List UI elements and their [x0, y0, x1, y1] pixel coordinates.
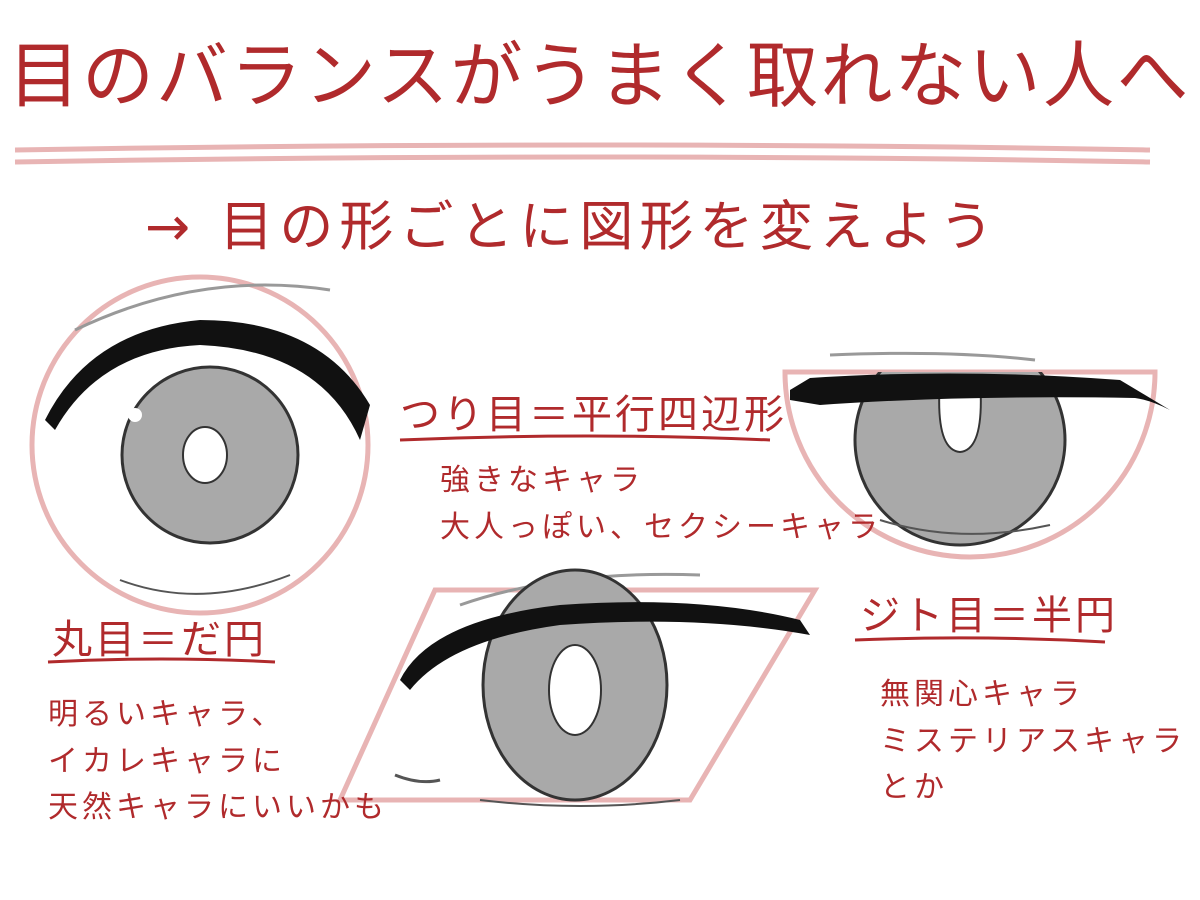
semicircle-guide — [782, 369, 1158, 560]
note-line: 大人っぽい、セクシーキャラ — [440, 509, 882, 545]
note-line: 天然キャラにいいかも — [48, 790, 388, 825]
round-eye-heading: 丸目＝だ円 — [52, 617, 267, 663]
jitome-notes: 無関心キャラ ミステリアスキャラ とか — [880, 672, 1186, 812]
round-eye — [29, 274, 371, 616]
pupil — [182, 426, 228, 484]
note-line: 無関心キャラ — [880, 677, 1084, 712]
eyelash — [790, 373, 1170, 410]
ellipse-guide — [29, 274, 371, 616]
heading-underline — [47, 657, 276, 664]
heading-underline — [854, 636, 1106, 644]
pupil — [548, 644, 602, 736]
parallelogram-guide — [336, 587, 820, 803]
eyelash — [45, 320, 370, 440]
heading-underline — [399, 434, 771, 442]
note-line: 強きなキャラ — [440, 463, 644, 498]
note-line: イカレキャラに — [48, 743, 286, 779]
title-underline — [14, 142, 1151, 165]
half-eye — [782, 351, 1170, 560]
subtitle: → 目の形ごとに図形を変えよう — [145, 195, 1000, 258]
note-line: ミステリアスキャラ — [880, 723, 1186, 759]
jitome-heading: ジト目＝半円 — [860, 593, 1118, 639]
round-eye-notes: 明るいキャラ、 イカレキャラに 天然キャラにいいかも — [48, 692, 388, 832]
note-line: とか — [880, 770, 948, 805]
tsurime-eye — [336, 568, 820, 807]
tsurime-heading: つり目＝平行四辺形 — [400, 392, 787, 438]
eyelash — [400, 602, 810, 690]
page-title: 目のバランスがうまく取れない人へ — [8, 34, 1191, 118]
tsurime-notes: 強きなキャラ 大人っぽい、セクシーキャラ — [440, 458, 882, 551]
note-line: 明るいキャラ、 — [48, 697, 286, 732]
